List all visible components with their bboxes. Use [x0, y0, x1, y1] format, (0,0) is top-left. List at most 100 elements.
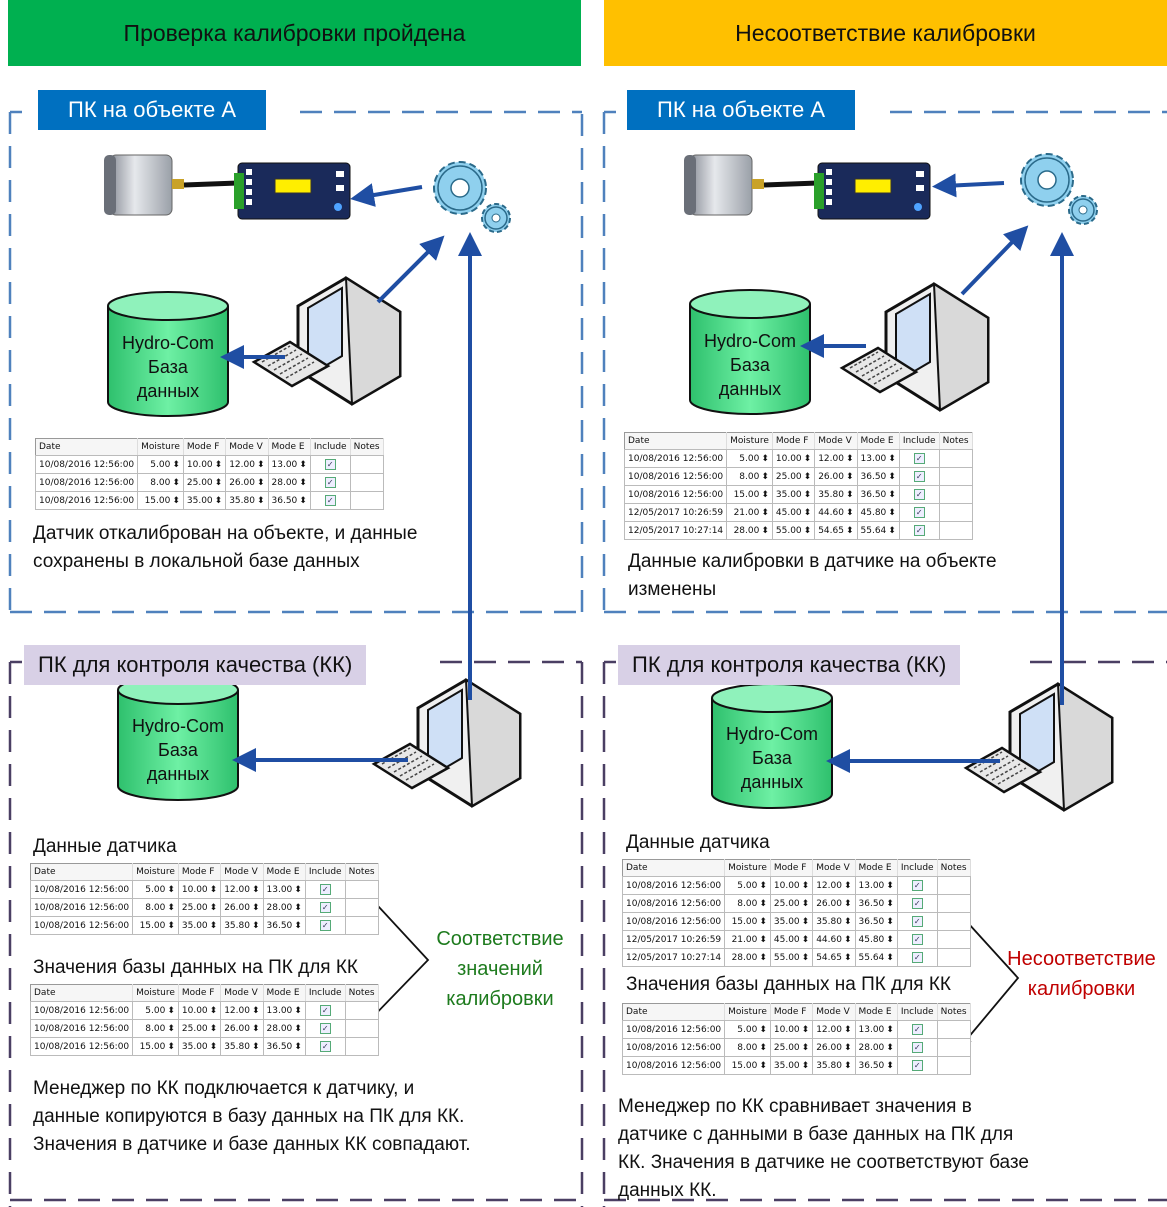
- spinner-icon[interactable]: ⬍: [761, 525, 769, 536]
- spinner-icon[interactable]: ⬍: [886, 916, 894, 927]
- value-cell[interactable]: 28.00⬍: [262, 898, 306, 917]
- value-cell[interactable]: 13.00⬍: [856, 449, 900, 468]
- include-cell[interactable]: ✓: [896, 876, 938, 895]
- spinner-icon[interactable]: ⬍: [843, 1024, 852, 1035]
- value-cell[interactable]: 35.80⬍: [812, 912, 856, 931]
- spinner-icon[interactable]: ⬍: [845, 507, 854, 518]
- value-cell[interactable]: 45.00⬍: [771, 503, 816, 522]
- notes-cell[interactable]: [936, 1020, 971, 1039]
- value-cell[interactable]: 45.00⬍: [769, 930, 814, 949]
- value-cell[interactable]: 8.00⬍: [726, 467, 773, 486]
- include-cell[interactable]: ✓: [898, 467, 940, 486]
- value-cell[interactable]: 13.00⬍: [262, 1001, 306, 1020]
- value-cell[interactable]: 35.80⬍: [814, 485, 858, 504]
- spinner-icon[interactable]: ⬍: [209, 902, 218, 913]
- include-checkbox[interactable]: ✓: [911, 916, 923, 927]
- spinner-icon[interactable]: ⬍: [167, 920, 175, 931]
- include-checkbox[interactable]: ✓: [319, 920, 331, 931]
- spinner-icon[interactable]: ⬍: [167, 902, 175, 913]
- notes-cell[interactable]: [936, 876, 971, 895]
- spinner-icon[interactable]: ⬍: [251, 1005, 260, 1016]
- spinner-icon[interactable]: ⬍: [886, 934, 894, 945]
- value-cell[interactable]: 55.64⬍: [854, 948, 898, 967]
- value-cell[interactable]: 5.00⬍: [724, 1020, 771, 1039]
- include-checkbox[interactable]: ✓: [911, 934, 923, 945]
- include-cell[interactable]: ✓: [898, 449, 940, 468]
- spinner-icon[interactable]: ⬍: [803, 525, 812, 536]
- spinner-icon[interactable]: ⬍: [761, 471, 769, 482]
- include-checkbox[interactable]: ✓: [319, 902, 331, 913]
- spinner-icon[interactable]: ⬍: [843, 898, 852, 909]
- notes-cell[interactable]: [938, 521, 973, 540]
- notes-cell[interactable]: [344, 898, 379, 917]
- spinner-icon[interactable]: ⬍: [801, 1060, 810, 1071]
- value-cell[interactable]: 8.00⬍: [132, 898, 179, 917]
- spinner-icon[interactable]: ⬍: [209, 1023, 218, 1034]
- include-cell[interactable]: ✓: [304, 898, 346, 917]
- spinner-icon[interactable]: ⬍: [843, 1042, 852, 1053]
- include-cell[interactable]: ✓: [304, 916, 346, 935]
- spinner-icon[interactable]: ⬍: [761, 489, 769, 500]
- value-cell[interactable]: 10.00⬍: [769, 1020, 814, 1039]
- value-cell[interactable]: 28.00⬍: [724, 948, 771, 967]
- spinner-icon[interactable]: ⬍: [843, 916, 852, 927]
- spinner-icon[interactable]: ⬍: [294, 920, 302, 931]
- spinner-icon[interactable]: ⬍: [803, 471, 812, 482]
- include-checkbox[interactable]: ✓: [911, 1060, 923, 1071]
- value-cell[interactable]: 5.00⬍: [726, 449, 773, 468]
- value-cell[interactable]: 28.00⬍: [267, 473, 311, 492]
- include-cell[interactable]: ✓: [309, 473, 351, 492]
- include-checkbox[interactable]: ✓: [319, 1005, 331, 1016]
- spinner-icon[interactable]: ⬍: [803, 489, 812, 500]
- value-cell[interactable]: 25.00⬍: [771, 467, 816, 486]
- value-cell[interactable]: 13.00⬍: [854, 876, 898, 895]
- spinner-icon[interactable]: ⬍: [172, 495, 180, 506]
- value-cell[interactable]: 15.00⬍: [724, 1056, 771, 1075]
- spinner-icon[interactable]: ⬍: [256, 477, 265, 488]
- value-cell[interactable]: 25.00⬍: [182, 473, 227, 492]
- spinner-icon[interactable]: ⬍: [759, 952, 767, 963]
- spinner-icon[interactable]: ⬍: [251, 920, 260, 931]
- include-cell[interactable]: ✓: [896, 894, 938, 913]
- spinner-icon[interactable]: ⬍: [214, 477, 223, 488]
- value-cell[interactable]: 26.00⬍: [814, 467, 858, 486]
- value-cell[interactable]: 26.00⬍: [812, 894, 856, 913]
- spinner-icon[interactable]: ⬍: [214, 495, 223, 506]
- notes-cell[interactable]: [938, 467, 973, 486]
- value-cell[interactable]: 21.00⬍: [724, 930, 771, 949]
- spinner-icon[interactable]: ⬍: [886, 1024, 894, 1035]
- spinner-icon[interactable]: ⬍: [209, 920, 218, 931]
- value-cell[interactable]: 28.00⬍: [726, 521, 773, 540]
- value-cell[interactable]: 5.00⬍: [132, 1001, 179, 1020]
- spinner-icon[interactable]: ⬍: [299, 495, 307, 506]
- include-cell[interactable]: ✓: [304, 1019, 346, 1038]
- value-cell[interactable]: 35.00⬍: [177, 1037, 222, 1056]
- notes-cell[interactable]: [344, 1001, 379, 1020]
- notes-cell[interactable]: [344, 880, 379, 899]
- value-cell[interactable]: 35.00⬍: [182, 491, 227, 510]
- spinner-icon[interactable]: ⬍: [886, 1060, 894, 1071]
- spinner-icon[interactable]: ⬍: [251, 1041, 260, 1052]
- include-checkbox[interactable]: ✓: [911, 898, 923, 909]
- value-cell[interactable]: 12.00⬍: [814, 449, 858, 468]
- value-cell[interactable]: 12.00⬍: [225, 455, 269, 474]
- spinner-icon[interactable]: ⬍: [801, 1024, 810, 1035]
- notes-cell[interactable]: [936, 894, 971, 913]
- notes-cell[interactable]: [344, 1037, 379, 1056]
- spinner-icon[interactable]: ⬍: [761, 507, 769, 518]
- spinner-icon[interactable]: ⬍: [172, 459, 180, 470]
- spinner-icon[interactable]: ⬍: [845, 453, 854, 464]
- value-cell[interactable]: 55.00⬍: [769, 948, 814, 967]
- notes-cell[interactable]: [938, 485, 973, 504]
- spinner-icon[interactable]: ⬍: [251, 902, 260, 913]
- include-checkbox[interactable]: ✓: [913, 489, 925, 500]
- notes-cell[interactable]: [938, 503, 973, 522]
- include-cell[interactable]: ✓: [898, 521, 940, 540]
- notes-cell[interactable]: [936, 1056, 971, 1075]
- spinner-icon[interactable]: ⬍: [759, 1060, 767, 1071]
- notes-cell[interactable]: [936, 912, 971, 931]
- value-cell[interactable]: 15.00⬍: [137, 491, 184, 510]
- value-cell[interactable]: 12.00⬍: [812, 876, 856, 895]
- value-cell[interactable]: 10.00⬍: [177, 1001, 222, 1020]
- spinner-icon[interactable]: ⬍: [761, 453, 769, 464]
